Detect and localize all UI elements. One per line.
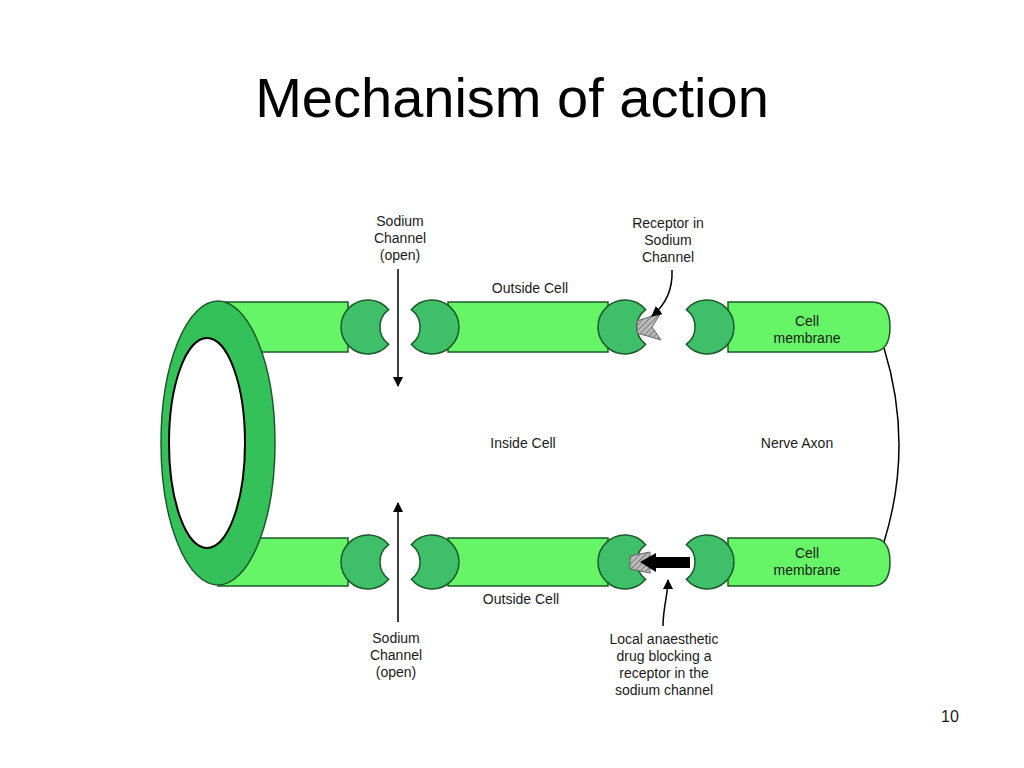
receptor [637, 313, 661, 340]
region-label: Outside Cell [475, 280, 585, 297]
sodium-channels [341, 300, 734, 589]
membrane-label: Cell membrane [762, 545, 852, 579]
region-label: Outside Cell [466, 591, 576, 608]
channel-subunit [411, 300, 459, 354]
region-label: Inside Cell [468, 435, 578, 452]
drug-label: Local anaesthetic drug blocking a recept… [597, 631, 732, 699]
axon-lumen [169, 338, 245, 548]
ion-flow-arrow [397, 503, 399, 622]
channel-subunit [341, 300, 389, 354]
drug-arrow [640, 553, 690, 572]
channel-subunit [686, 535, 734, 589]
membrane-label: Cell membrane [762, 313, 852, 347]
axon-ring [161, 301, 275, 585]
slide-number: 10 [930, 708, 970, 725]
channel-label: Sodium Channel (open) [360, 213, 440, 264]
receptor-label: Receptor in Sodium Channel [632, 215, 704, 266]
slide-title: Mechanism of action [62, 66, 962, 130]
channel-subunit [341, 535, 389, 589]
leader-line [663, 580, 668, 626]
ion-flow-arrow [397, 269, 399, 386]
part-label: Nerve Axon [742, 435, 852, 452]
channel-subunit [411, 535, 459, 589]
channel-subunit [686, 300, 734, 354]
membrane-bands [218, 302, 890, 586]
channel-label: Sodium Channel (open) [356, 630, 436, 681]
leader-line [652, 270, 672, 316]
axon-end [884, 348, 899, 542]
